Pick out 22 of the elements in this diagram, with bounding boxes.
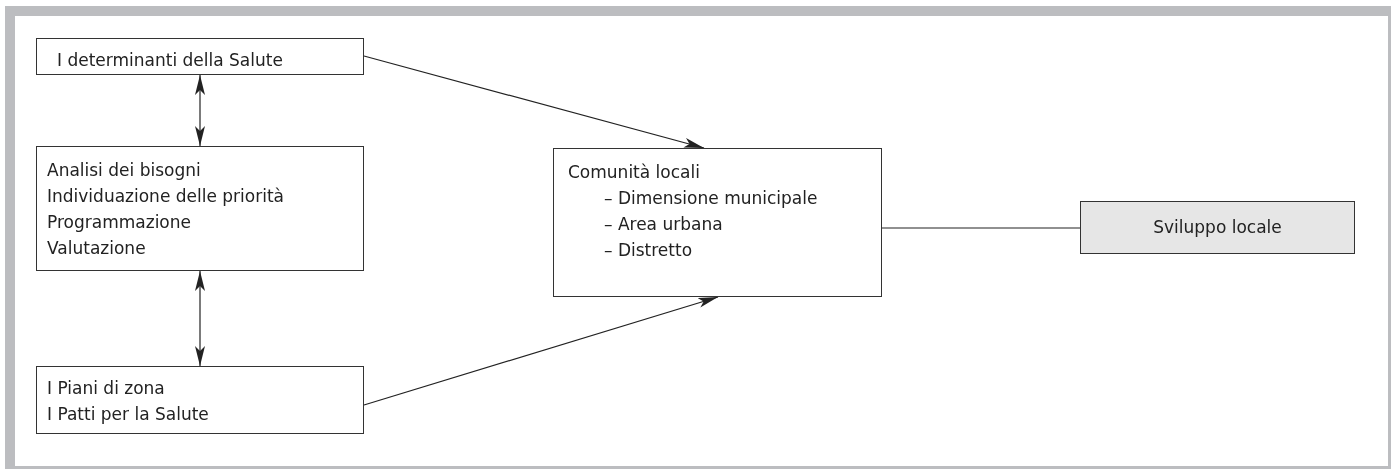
box-text: – Distretto bbox=[604, 239, 693, 262]
box-text: Comunità locali bbox=[568, 161, 700, 184]
process-box bbox=[36, 366, 364, 434]
arrow bbox=[195, 74, 205, 147]
box-text: Analisi dei bisogni bbox=[47, 159, 201, 182]
process-box bbox=[1080, 201, 1355, 254]
box-text: Sviluppo locale bbox=[1152, 216, 1283, 239]
box-text: Valutazione bbox=[47, 237, 146, 260]
box-text: Programmazione bbox=[47, 211, 191, 234]
arrow bbox=[363, 296, 719, 406]
arrow bbox=[363, 55, 705, 149]
box-text: – Area urbana bbox=[604, 213, 723, 236]
connector-line bbox=[881, 227, 1081, 229]
box-text: – Dimensione municipale bbox=[604, 187, 818, 210]
box-text: I determinanti della Salute bbox=[57, 49, 283, 72]
process-box bbox=[553, 148, 882, 297]
process-box bbox=[36, 38, 364, 75]
box-text: I Patti per la Salute bbox=[47, 403, 209, 426]
box-text: I Piani di zona bbox=[47, 377, 165, 400]
process-box bbox=[36, 146, 364, 271]
box-text: Individuazione delle priorità bbox=[47, 185, 284, 208]
arrow bbox=[195, 270, 205, 367]
